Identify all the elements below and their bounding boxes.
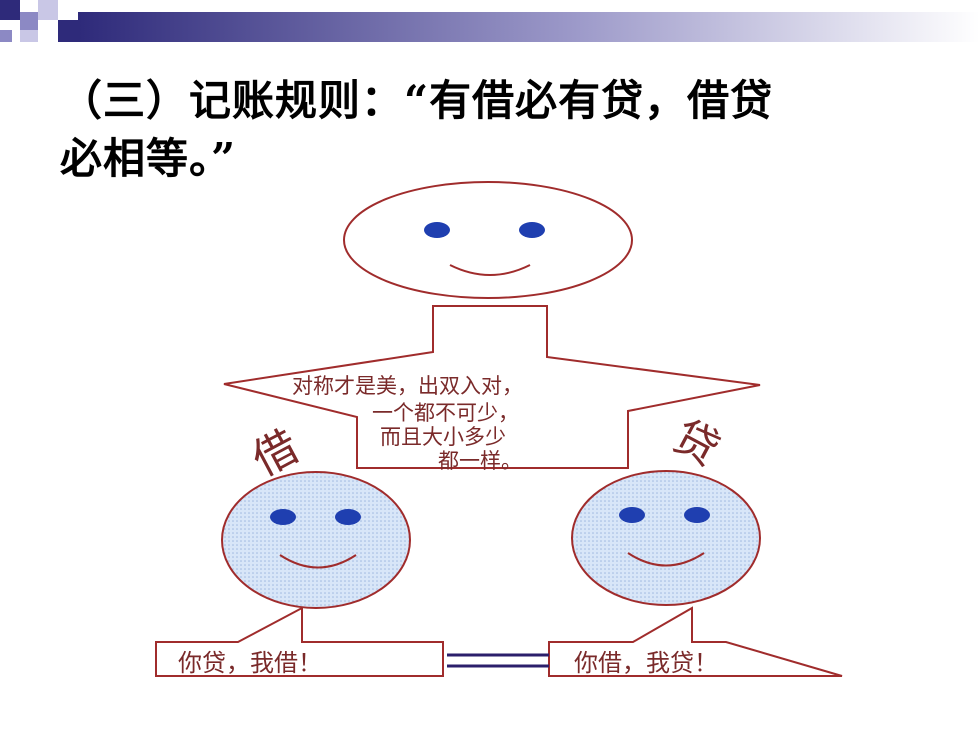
credit-label: 贷 xyxy=(665,411,728,477)
top-face xyxy=(343,181,633,299)
top-face-left-eye xyxy=(424,222,450,238)
right-face-smile xyxy=(627,552,705,567)
header-decoration xyxy=(0,0,980,42)
slide-title: （三）记账规则：“有借必有贷，借贷 必相等。” xyxy=(60,72,940,188)
right-face-left-eye xyxy=(619,507,645,523)
left-face xyxy=(221,471,411,609)
right-callout-shape xyxy=(548,606,843,677)
title-line-1: （三）记账规则：“有借必有贷，借贷 xyxy=(60,76,774,125)
center-text-line-3: 而且大小多少 xyxy=(380,425,506,449)
top-face-right-eye xyxy=(519,222,545,238)
center-text-line-4: 都一样。 xyxy=(438,449,522,473)
center-text-line-1: 对称才是美，出双入对， xyxy=(292,374,523,398)
right-face xyxy=(571,470,761,606)
left-face-left-eye xyxy=(270,509,296,525)
center-callout-shape xyxy=(223,305,761,469)
right-face-right-eye xyxy=(684,507,710,523)
center-text-line-2: 一个都不可少， xyxy=(372,401,519,425)
left-face-right-eye xyxy=(335,509,361,525)
title-line-2: 必相等。” xyxy=(60,134,237,183)
top-face-smile xyxy=(449,264,531,276)
left-face-smile xyxy=(279,554,357,569)
right-callout-text: 你借，我贷！ xyxy=(574,649,718,677)
equals-connector xyxy=(447,653,549,668)
left-callout-shape xyxy=(155,606,444,677)
left-callout-text: 你贷，我借！ xyxy=(178,649,322,677)
